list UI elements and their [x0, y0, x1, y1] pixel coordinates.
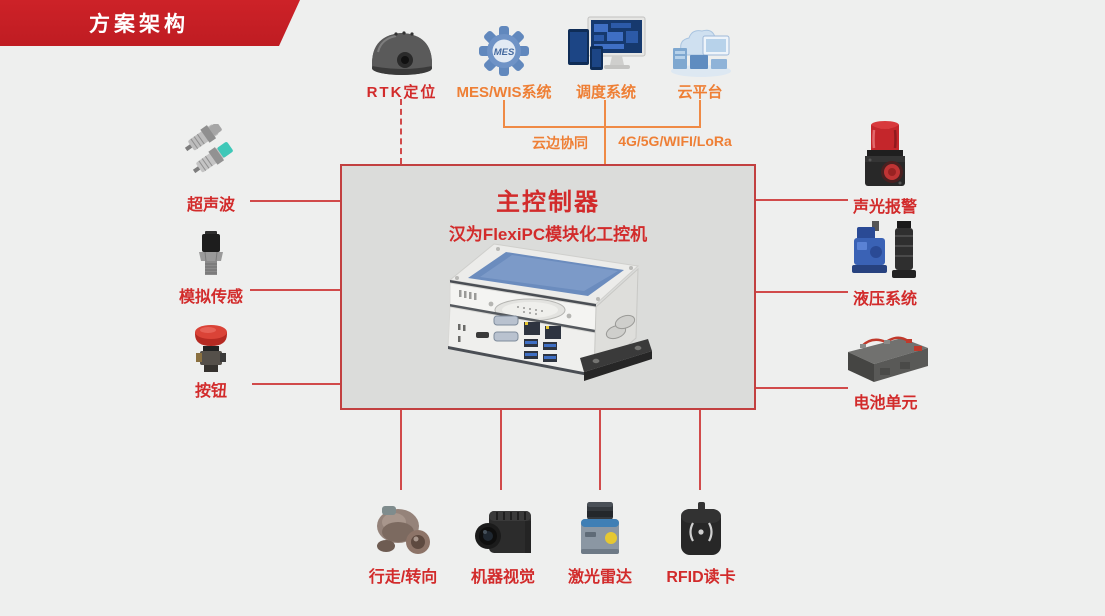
node-cloud-label: 云平台	[677, 84, 723, 101]
connector-hydraulic	[756, 291, 848, 293]
node-dispatch: 调度系统	[565, 16, 647, 102]
connector-battery	[756, 387, 848, 389]
connector-rfid	[699, 410, 701, 490]
node-cloud: 云平台	[660, 16, 740, 102]
ultrasonic-sensor-icon	[184, 124, 233, 174]
link-label-cloud-edge: 云边协同	[532, 135, 588, 151]
node-battery-label: 电池单元	[853, 395, 918, 412]
node-alarm-label: 声光报警	[852, 199, 917, 216]
cloud-platform-icon	[671, 29, 731, 77]
analog-sensor-icon	[199, 231, 223, 275]
node-ultrasonic-label: 超声波	[186, 197, 235, 214]
node-mes: MES MES/WIS系统	[448, 16, 560, 102]
node-lidar: 激光雷达	[552, 498, 648, 587]
node-rtk: RTK定位	[352, 16, 452, 102]
node-dispatch-label: 调度系统	[575, 84, 636, 101]
connector-alarm	[756, 199, 848, 201]
node-push-button-label: 按钮	[194, 383, 227, 400]
industrial-pc-image	[447, 243, 652, 381]
node-rtk-label: RTK定位	[366, 84, 438, 101]
node-mes-label: MES/WIS系统	[456, 84, 552, 101]
node-vision: 机器视觉	[455, 498, 551, 587]
node-push-button: 按钮	[165, 318, 257, 401]
banner: 方案架构	[0, 0, 300, 46]
connector-button	[252, 383, 340, 385]
node-lidar-label: 激光雷达	[567, 569, 632, 586]
main-controller-box: 主控制器 汉为FlexiPC模块化工控机	[340, 164, 756, 410]
drive-steering-icon	[377, 506, 430, 554]
node-hydraulic: 液压系统	[840, 218, 930, 309]
node-hydraulic-label: 液压系统	[852, 291, 917, 308]
mes-gear-icon: MES	[479, 26, 529, 76]
connector-cloud-drop	[699, 100, 701, 128]
node-ultrasonic: 超声波	[165, 122, 257, 215]
connector-mes-drop	[503, 100, 505, 128]
rtk-antenna-icon	[372, 31, 432, 75]
node-drive-label: 行走/转向	[368, 569, 438, 586]
machine-vision-camera-icon	[475, 511, 531, 553]
rfid-reader-icon	[681, 502, 721, 555]
svg-text:MES: MES	[494, 47, 515, 58]
connector-drive	[400, 410, 402, 490]
dispatch-system-icon	[568, 16, 646, 70]
link-label-wireless: 4G/5G/WIFI/LoRa	[618, 133, 732, 149]
hydraulic-system-icon	[852, 221, 916, 278]
connector-lidar	[599, 410, 601, 490]
node-battery: 电池单元	[838, 332, 933, 413]
controller-subtitle: 汉为FlexiPC模块化工控机	[448, 225, 648, 244]
node-alarm: 声光报警	[840, 116, 930, 217]
alarm-beacon-icon	[865, 121, 905, 186]
connector-dispatch-drop	[604, 100, 606, 164]
connector-top-bus	[503, 126, 701, 128]
connector-rtk-dashed	[400, 99, 402, 164]
node-analog-sensor: 模拟传感	[165, 226, 257, 307]
connector-analog	[250, 289, 340, 291]
node-rfid: RFID读卡	[653, 498, 749, 587]
connector-vision	[500, 410, 502, 490]
battery-unit-icon	[847, 336, 928, 382]
node-rfid-label: RFID读卡	[666, 569, 736, 586]
page-title: 方案架构	[89, 13, 189, 36]
emergency-button-icon	[195, 325, 227, 372]
node-vision-label: 机器视觉	[470, 569, 535, 586]
node-drive: 行走/转向	[355, 498, 451, 587]
lidar-icon	[581, 502, 619, 554]
connector-ultrasonic	[250, 200, 340, 202]
controller-title: 主控制器	[496, 189, 600, 216]
node-analog-sensor-label: 模拟传感	[178, 289, 243, 306]
